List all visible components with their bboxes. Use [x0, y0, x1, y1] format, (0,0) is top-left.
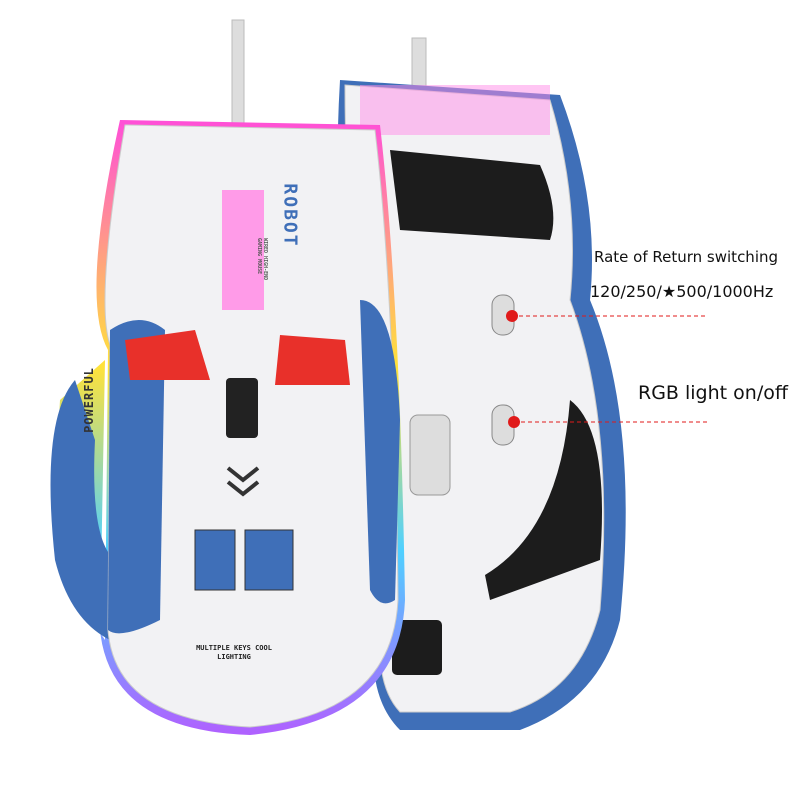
mouse-bottom-view — [337, 80, 626, 730]
polling-rate-title: Rate of Return switching — [594, 248, 779, 266]
right-side-button — [275, 335, 350, 385]
rgb-switch-dot — [508, 416, 520, 428]
brand-top-lettering: ROBOT — [279, 183, 301, 248]
cable-front — [231, 19, 245, 141]
tagline-lettering: MULTIPLE KEYS COOL LIGHTING — [196, 644, 272, 661]
polling-rate-switch-dot — [506, 310, 518, 322]
mouse-top-view — [50, 120, 405, 735]
brand-side-lettering: POWERFUL — [81, 367, 96, 433]
polling-rate-values: 120/250/★500/1000Hz — [590, 282, 774, 301]
left-side-button — [125, 330, 210, 380]
rgb-toggle-label: RGB light on/off — [638, 382, 788, 404]
small-print-lettering: WIRED HIGH-END GAMING MOUSE — [256, 238, 268, 281]
